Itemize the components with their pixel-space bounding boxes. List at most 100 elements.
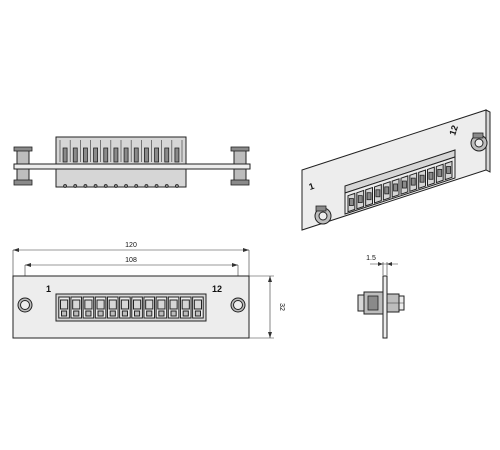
iso-right-screw xyxy=(470,132,488,152)
front-port-ferrule xyxy=(60,299,69,310)
top-view-ferrule-tip xyxy=(83,184,88,188)
top-view-latch xyxy=(62,147,68,163)
front-port xyxy=(155,296,168,319)
front-port-ferrule xyxy=(72,299,81,310)
iso-port-ferrule xyxy=(366,192,372,201)
side-connector xyxy=(357,291,405,315)
top-view-ferrule-tip xyxy=(175,184,179,188)
front-port-ferrule xyxy=(120,299,130,310)
iso-port xyxy=(365,186,373,207)
top-view-ferrule-tip xyxy=(93,184,98,188)
iso-port xyxy=(435,163,444,184)
front-ports xyxy=(58,296,204,319)
iso-plate-edge xyxy=(485,109,491,173)
dim-hole-spacing: 108 xyxy=(125,257,137,264)
front-port-latch xyxy=(73,310,80,317)
iso-port xyxy=(444,160,453,181)
iso-port xyxy=(418,169,426,190)
front-port-ferrule xyxy=(193,299,202,310)
iso-port-ferrule xyxy=(393,183,398,192)
top-view-latch xyxy=(123,147,129,163)
iso-port xyxy=(374,183,382,204)
top-view-ferrule-tip xyxy=(63,184,67,188)
iso-port xyxy=(391,178,400,198)
top-view-fins xyxy=(59,140,183,188)
top-view-latch xyxy=(103,147,109,163)
front-port-ferrule xyxy=(96,299,105,310)
front-port xyxy=(119,296,131,319)
iso-ports xyxy=(347,160,453,213)
front-port xyxy=(70,296,83,319)
side-plate xyxy=(382,275,388,339)
dim-spacing-arrow-left xyxy=(25,263,31,267)
iso-port xyxy=(409,172,418,192)
top-view-latch xyxy=(72,147,78,163)
dim-height-arrow-bottom xyxy=(268,332,272,338)
front-port-ferrule xyxy=(133,299,142,310)
dim-height-arrow-top xyxy=(268,276,272,282)
iso-port xyxy=(356,189,365,210)
front-view: 120 108 1 12 32 xyxy=(12,242,285,339)
front-port xyxy=(131,296,143,319)
top-view-ferrule-tip xyxy=(134,184,139,188)
front-port-latch xyxy=(146,310,153,317)
iso-port xyxy=(400,175,409,195)
dim-overall-arrow-right xyxy=(243,248,249,252)
dim-overall-arrow-left xyxy=(13,248,19,252)
front-port xyxy=(58,296,70,319)
front-port xyxy=(179,296,192,319)
front-port-latch xyxy=(121,310,129,317)
iso-port-ferrule xyxy=(384,186,390,195)
front-port-ferrule xyxy=(108,299,117,310)
iso-label-last: 12 xyxy=(447,124,460,137)
front-port-latch xyxy=(97,310,104,317)
iso-port-ferrule xyxy=(437,168,443,177)
front-port-latch xyxy=(85,310,92,317)
front-port-ferrule xyxy=(169,299,178,310)
front-label-last: 12 xyxy=(212,284,222,294)
dim-spacing-arrow-right xyxy=(232,263,238,267)
dim-overall-width: 120 xyxy=(125,242,137,249)
front-port-ferrule xyxy=(145,299,154,310)
front-port-latch xyxy=(170,310,177,317)
iso-port-ferrule xyxy=(410,177,416,186)
iso-label-first: 1 xyxy=(308,181,316,192)
front-port-ferrule xyxy=(84,299,93,310)
top-view-ferrule-tip xyxy=(164,184,169,188)
front-port-latch xyxy=(134,310,141,317)
front-port xyxy=(106,296,119,319)
top-view-plate xyxy=(13,163,251,170)
side-view: 1.5 xyxy=(357,255,405,339)
top-view xyxy=(13,136,251,188)
top-view-latch xyxy=(83,147,88,163)
top-view-ferrule-tip xyxy=(114,184,118,188)
iso-port-ferrule xyxy=(349,198,354,206)
top-view-latch xyxy=(164,147,170,163)
iso-port xyxy=(427,166,435,187)
front-port-ferrule xyxy=(181,299,190,310)
front-label-first: 1 xyxy=(46,284,51,294)
front-port xyxy=(94,296,107,319)
iso-port-ferrule xyxy=(402,180,407,189)
top-view-ferrule-tip xyxy=(144,184,149,188)
front-port xyxy=(143,296,156,319)
front-port xyxy=(192,296,204,319)
front-left-hole xyxy=(17,297,33,313)
iso-port xyxy=(382,181,391,201)
top-view-ferrule-tip xyxy=(103,184,108,188)
top-view-latch xyxy=(154,147,159,163)
iso-port-ferrule xyxy=(357,195,363,204)
front-port-latch xyxy=(158,310,165,317)
top-view-left-screw xyxy=(13,146,33,186)
top-view-latch xyxy=(133,147,139,163)
iso-port xyxy=(347,192,356,213)
dim-thickness: 1.5 xyxy=(366,255,376,262)
top-view-latch xyxy=(144,147,149,163)
top-view-ferrule-tip xyxy=(154,184,159,188)
dim-height: 32 xyxy=(278,303,285,311)
iso-port-ferrule xyxy=(428,171,434,180)
front-port-ferrule xyxy=(157,299,166,310)
top-view-latch xyxy=(113,147,119,163)
front-port-latch xyxy=(194,310,201,317)
